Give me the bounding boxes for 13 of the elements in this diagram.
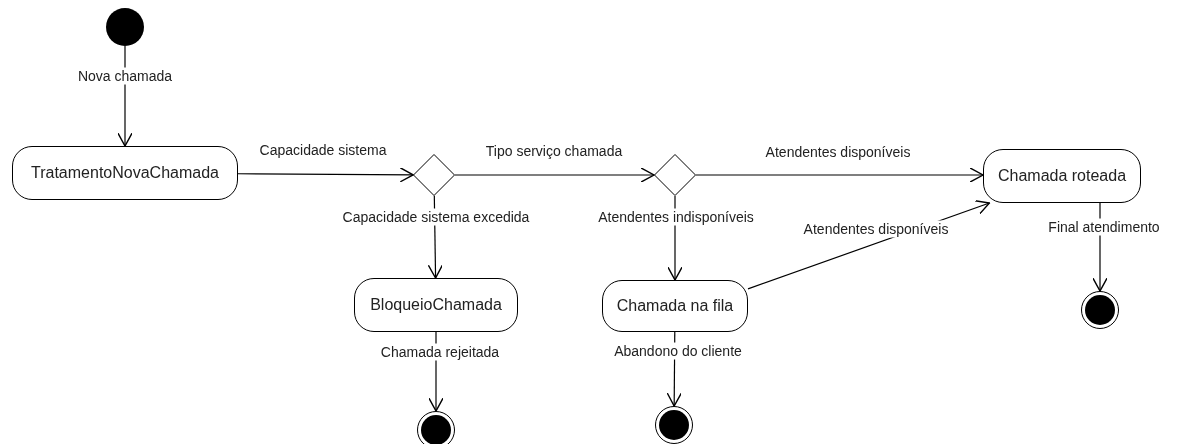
arrow: [237, 167, 414, 183]
state-box: Chamada na fila: [602, 280, 748, 332]
state-box: TratamentoNovaChamada: [12, 146, 238, 200]
final-state: [417, 411, 455, 444]
decision-diamond: [413, 154, 455, 196]
arrow: [695, 167, 984, 183]
final-state: [1081, 291, 1119, 329]
final-state: [655, 406, 693, 444]
arrow: [454, 167, 655, 183]
initial-state: [106, 8, 144, 46]
decision-diamond: [654, 154, 696, 196]
state-box: BloqueioChamada: [354, 278, 518, 332]
state-box: Chamada roteada: [983, 149, 1141, 203]
